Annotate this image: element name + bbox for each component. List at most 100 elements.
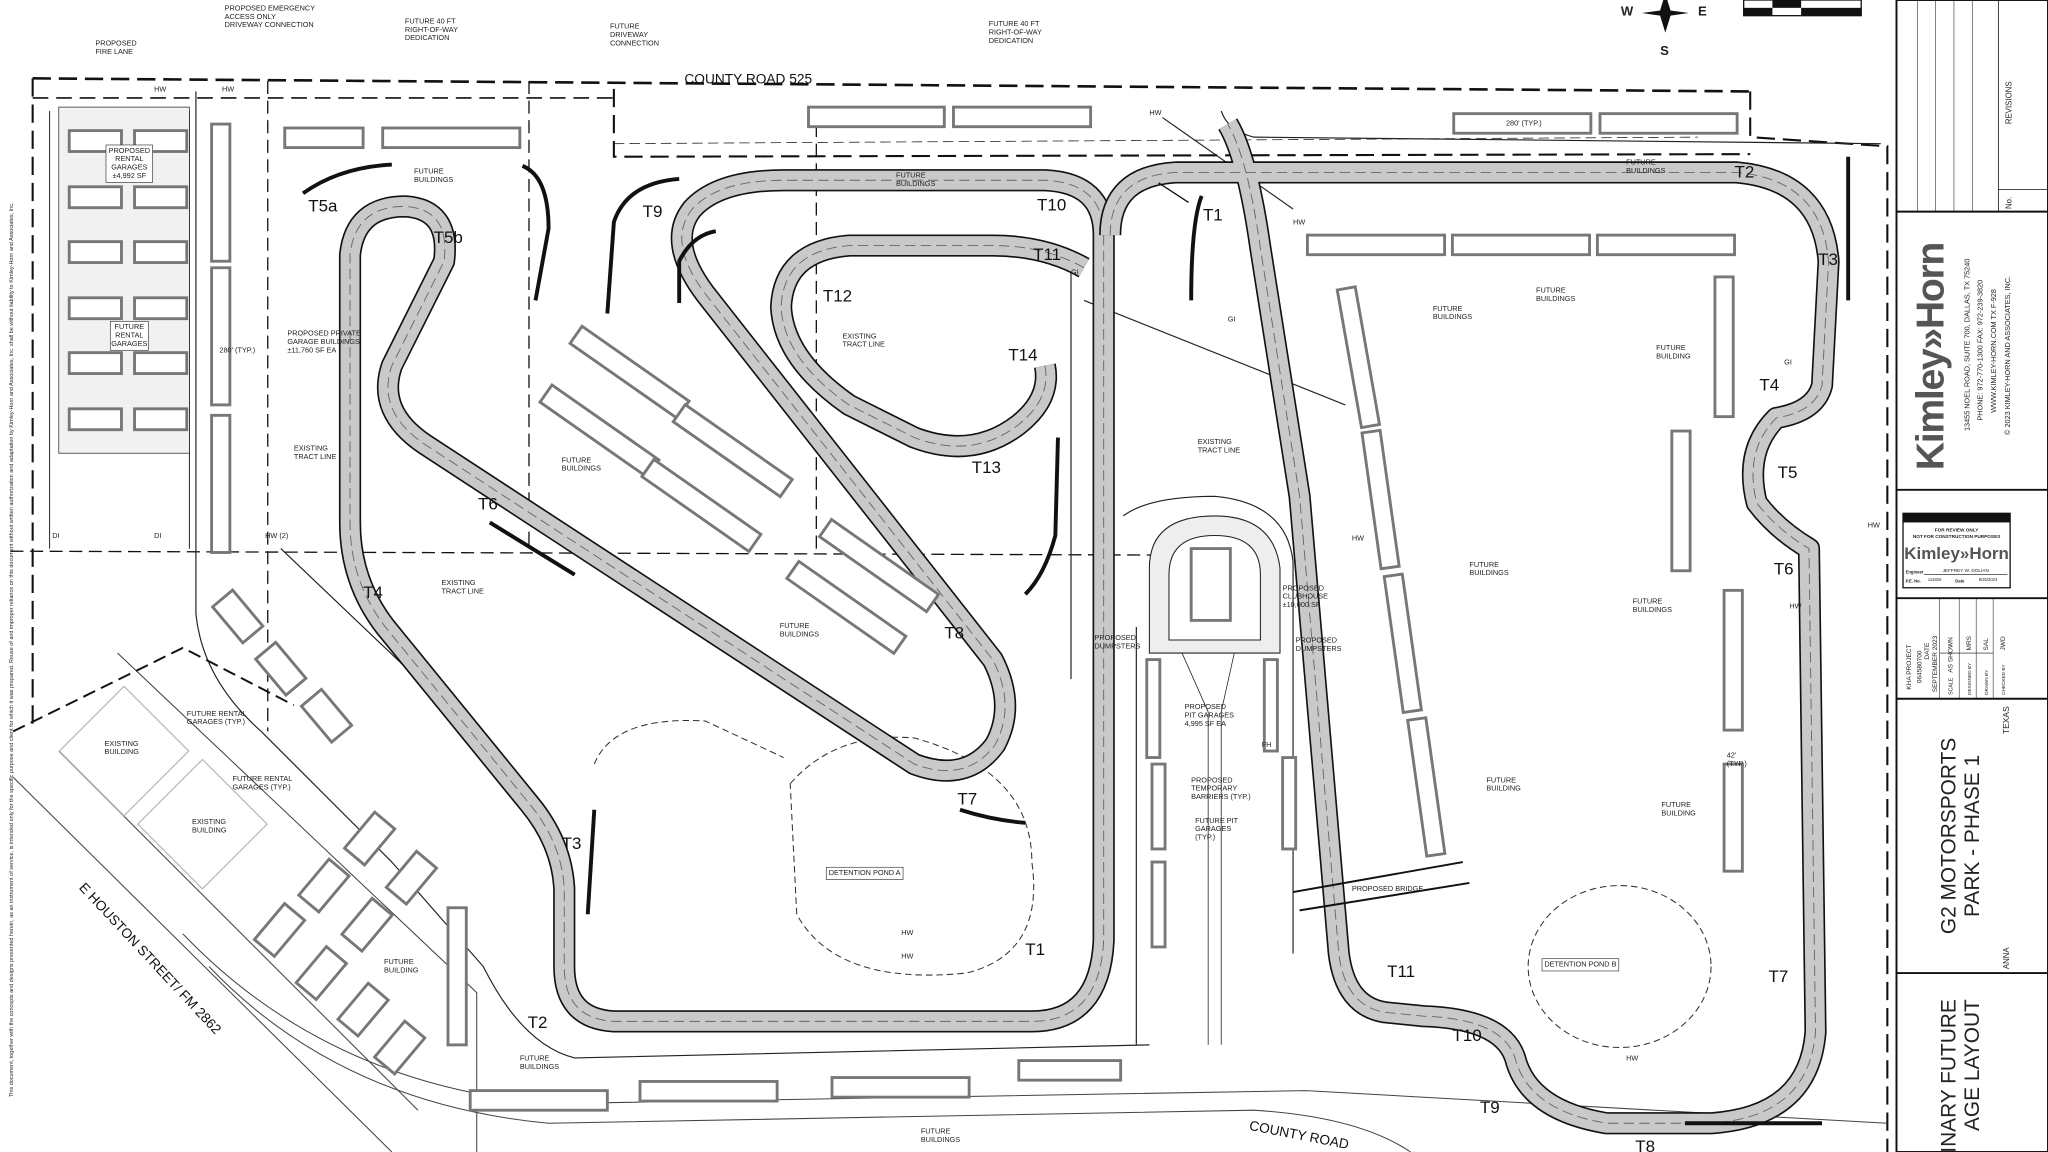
annotation-line: PROPOSED (95, 39, 136, 48)
annotation-line: FUTURE (1626, 158, 1656, 167)
building-footprint (67, 407, 123, 432)
annotation-line: FUTURE (520, 1054, 550, 1063)
compass-west: W (1621, 4, 1634, 19)
annotation-line: (TYP.) (1195, 833, 1215, 842)
building-footprint (1335, 285, 1382, 430)
scale-bar (1743, 0, 1862, 17)
building-footprint (1150, 860, 1167, 949)
annotation-line: PROPOSED (1095, 633, 1136, 642)
annotation-text: HW (901, 952, 913, 961)
annotation-text: HW (2) (265, 531, 288, 540)
annotation-line: BUILDINGS (896, 179, 935, 188)
building-footprint (1406, 716, 1447, 858)
proposed-bridge (1292, 861, 1470, 912)
annotation-line: FUTURE (414, 167, 444, 176)
annotation-text: PROPOSED BRIDGE (1352, 884, 1423, 893)
annotation-text: FH (1262, 740, 1272, 749)
turn-label: T3 (1818, 250, 1838, 269)
annotation-label: GI (1228, 314, 1236, 323)
building-footprint (1281, 756, 1298, 851)
annotation-line: 280' (TYP.) (219, 346, 255, 355)
annotation-line: FH (1262, 740, 1272, 749)
annotation-line: PROPOSED (1283, 583, 1324, 592)
annotation-line: DUMPSTERS (1296, 644, 1342, 653)
annotation-line: EXISTING (842, 331, 876, 340)
annotation-text: DETENTION POND B (1544, 960, 1616, 969)
annotation-line: BUILDING (1486, 784, 1521, 793)
annotation-line: 280' (TYP.) (1506, 118, 1542, 127)
annotation-line: RIGHT-OF-WAY (989, 27, 1042, 36)
annotation-line: BUILDINGS (1469, 568, 1508, 577)
county-road-525-label: COUNTY ROAD 525 (684, 72, 812, 87)
annotation-line: GARAGES (1195, 824, 1231, 833)
annotation-label: FH (1262, 740, 1272, 749)
annotation-text: DETENTION POND A (829, 868, 901, 877)
annotation-label: DETENTION POND B (1541, 958, 1620, 972)
turn-label: T1 (1203, 206, 1223, 225)
track-centerline (349, 179, 1105, 1022)
building-footprint (294, 944, 349, 1002)
annotation-line: FUTURE PIT (1195, 816, 1239, 825)
seal-review-text: FOR REVIEW ONLY (1935, 528, 1979, 533)
turn-label: T11 (1387, 962, 1415, 981)
seal-pe-label: P.E. No. (1906, 579, 1921, 584)
annotation-label: HW (1149, 108, 1161, 117)
annotation-line: GARAGES (TYP.) (187, 717, 245, 726)
annotation-line: BUILDINGS (562, 464, 601, 473)
annotation-line: 42' (1727, 751, 1737, 760)
building-footprint (830, 1076, 971, 1099)
annotation-line: EXISTING (1198, 437, 1232, 446)
existing-buildings (58, 685, 269, 890)
annotation-line: FUTURE (1536, 286, 1566, 295)
annotation-line: FUTURE (1633, 596, 1663, 605)
building-footprint (1305, 233, 1447, 257)
annotation-line: FUTURE (115, 322, 145, 331)
annotation-line: FUTURE (1486, 775, 1516, 784)
annotation-line: BUILDING (104, 747, 139, 756)
annotation-line: FUTURE (610, 22, 640, 31)
revisions-label: REVISIONS (2004, 81, 2013, 124)
title-block: REVISIONS No. Kimley»Horn 13455 NOEL ROA… (1895, 0, 2048, 1152)
annotation-line: GARAGES (111, 163, 147, 172)
building-footprint (253, 640, 308, 698)
turn-label: T9 (1480, 1098, 1500, 1117)
annotation-label: 280' (TYP.) (1506, 118, 1542, 127)
building-footprint (1722, 588, 1744, 732)
annotation-text: HW (1149, 108, 1161, 117)
annotation-line: BUILDINGS (1626, 166, 1665, 175)
annotation-line: BUILDING (192, 826, 227, 835)
annotation-text: HW (154, 84, 166, 93)
turn-label: T7 (1768, 967, 1788, 986)
annotation-text: GI (1228, 314, 1236, 323)
building-footprint (299, 687, 354, 745)
building-footprint (133, 351, 189, 375)
annotation-line: FIRE LANE (95, 47, 133, 56)
track-centerline (1109, 123, 1830, 1124)
building-footprint (1360, 428, 1401, 571)
annotation-line: FUTURE (896, 171, 926, 180)
building-footprint (638, 1080, 779, 1103)
annotation-line: TRACT LINE (294, 452, 337, 461)
